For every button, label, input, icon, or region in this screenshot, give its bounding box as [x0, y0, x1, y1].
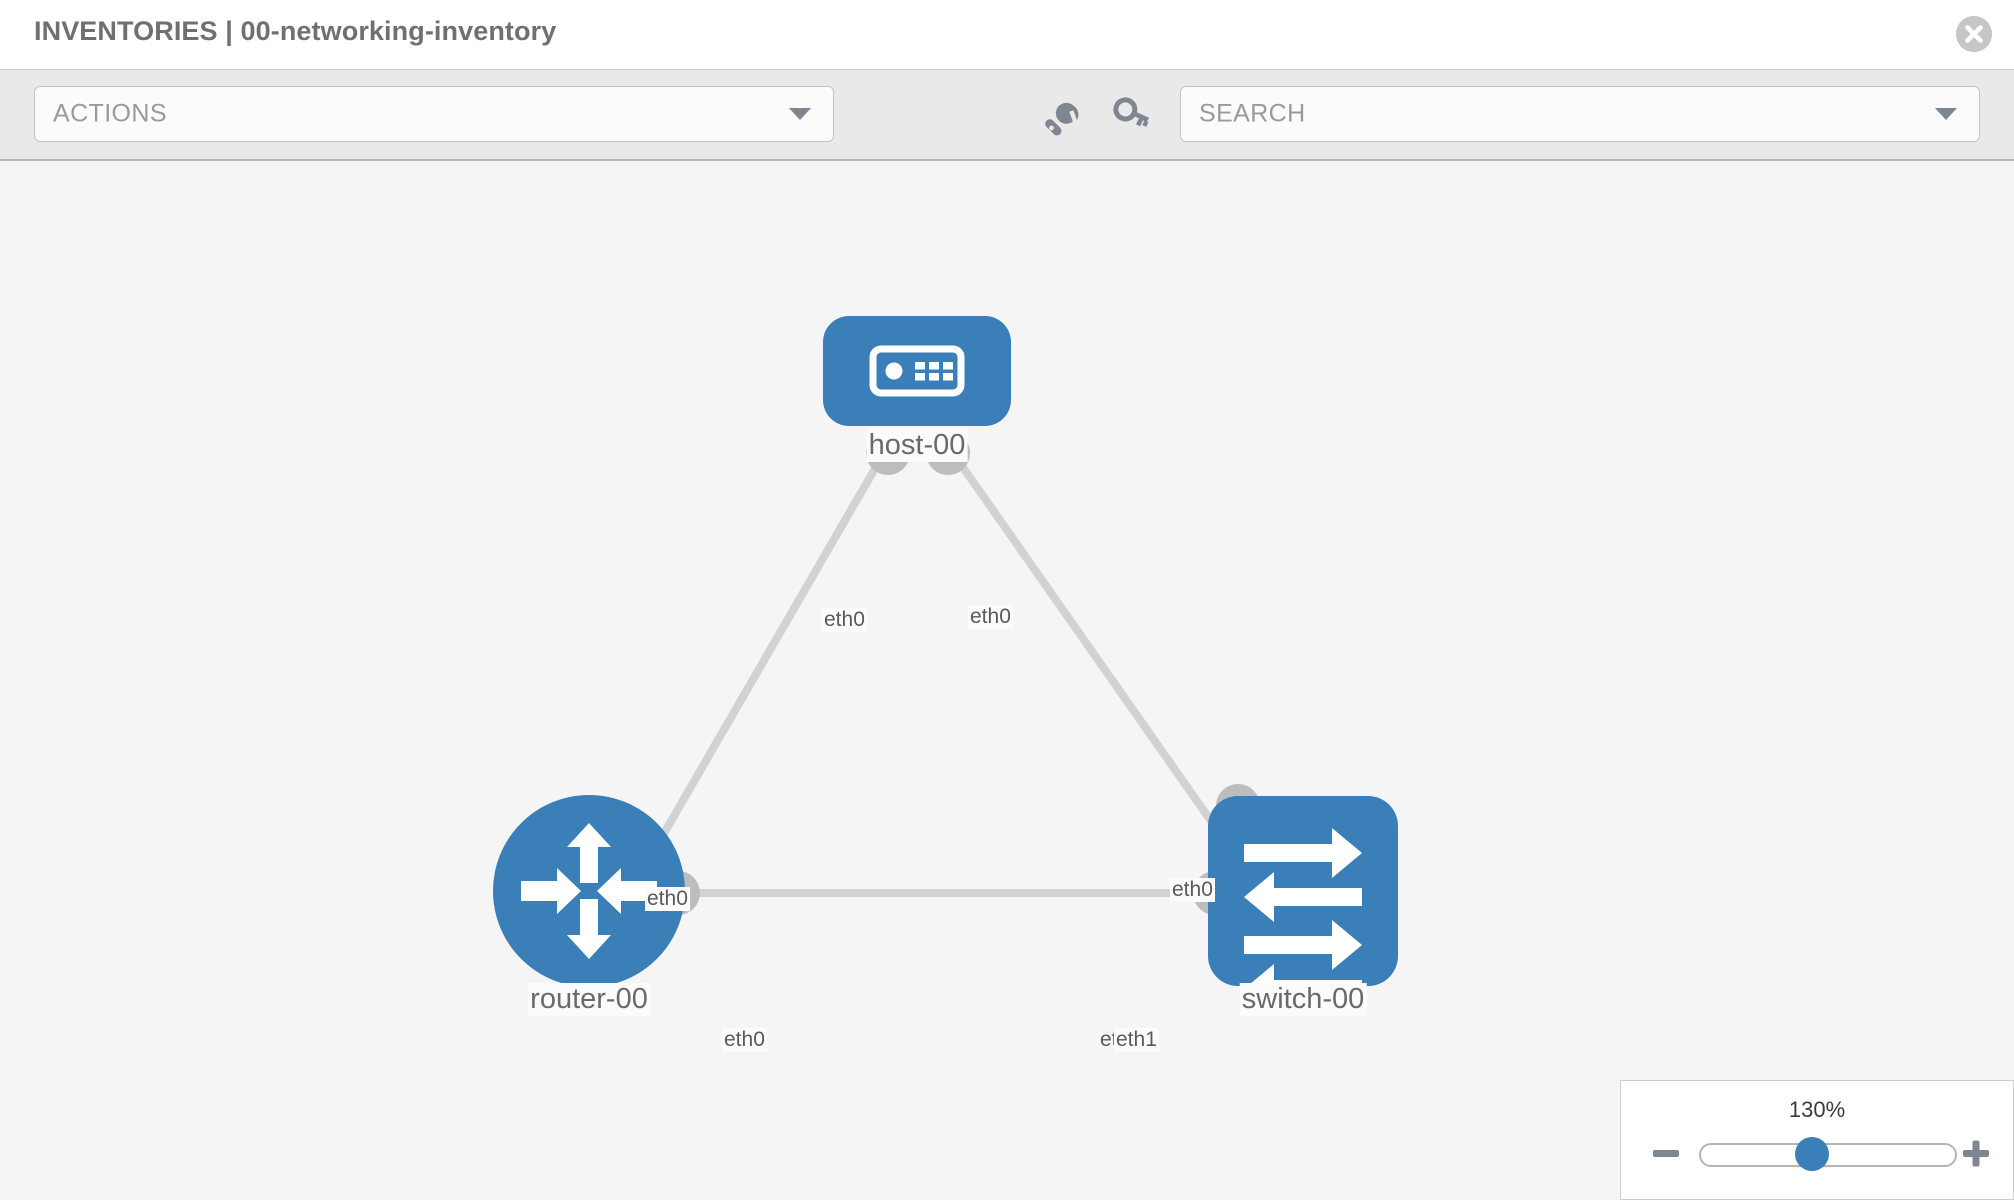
topology-canvas[interactable]: host-00 router-00 switch-00 eth0 eth0 et…: [0, 161, 2014, 1200]
edge-label-switch00-eth1: eth1: [1114, 1028, 1159, 1052]
zoom-out-button[interactable]: [1651, 1139, 1681, 1169]
node-router-00[interactable]: [493, 795, 685, 987]
node-switch-00[interactable]: [1208, 796, 1398, 1014]
edge-label-router00-eth0: eth0: [722, 1028, 767, 1052]
edge-label-host00-eth0-right: eth0: [968, 605, 1013, 629]
node-label-router-00: router-00: [528, 983, 650, 1016]
node-label-host-00: host-00: [866, 429, 968, 462]
chevron-down-icon: [1935, 108, 1957, 120]
actions-dropdown[interactable]: ACTIONS: [34, 86, 834, 142]
search-input[interactable]: SEARCH: [1180, 86, 1980, 142]
topology-graph: [493, 316, 1398, 1014]
zoom-control-panel: 130%: [1620, 1080, 2014, 1200]
edge-label-switch00-uplink-eth0: eth0: [1170, 878, 1215, 902]
zoom-level-label: 130%: [1788, 1097, 1846, 1122]
edge-label-router00-uplink-eth0: eth0: [645, 887, 690, 911]
toolbar: ACTIONS SEARCH: [0, 69, 2014, 161]
node-label-switch-00: switch-00: [1239, 983, 1367, 1016]
key-icon[interactable]: [1108, 94, 1152, 138]
zoom-in-button[interactable]: [1961, 1139, 1991, 1169]
actions-dropdown-label: ACTIONS: [53, 99, 167, 128]
router-arrows-icon: [521, 823, 657, 959]
search-placeholder: SEARCH: [1199, 99, 1306, 128]
chevron-down-icon: [789, 108, 811, 120]
link-host00-router00: [644, 443, 892, 864]
page-title: INVENTORIES | 00-networking-inventory: [34, 16, 557, 46]
zoom-slider-thumb[interactable]: [1795, 1137, 1829, 1171]
edge-label-host00-eth0-left: eth0: [822, 608, 867, 632]
close-icon[interactable]: [1956, 16, 1992, 52]
node-host-00[interactable]: [823, 316, 1011, 426]
page-header: INVENTORIES | 00-networking-inventory: [0, 0, 2014, 69]
link-host00-switch00: [944, 443, 1236, 854]
server-icon: [869, 345, 965, 397]
wrench-icon[interactable]: [1040, 94, 1084, 138]
